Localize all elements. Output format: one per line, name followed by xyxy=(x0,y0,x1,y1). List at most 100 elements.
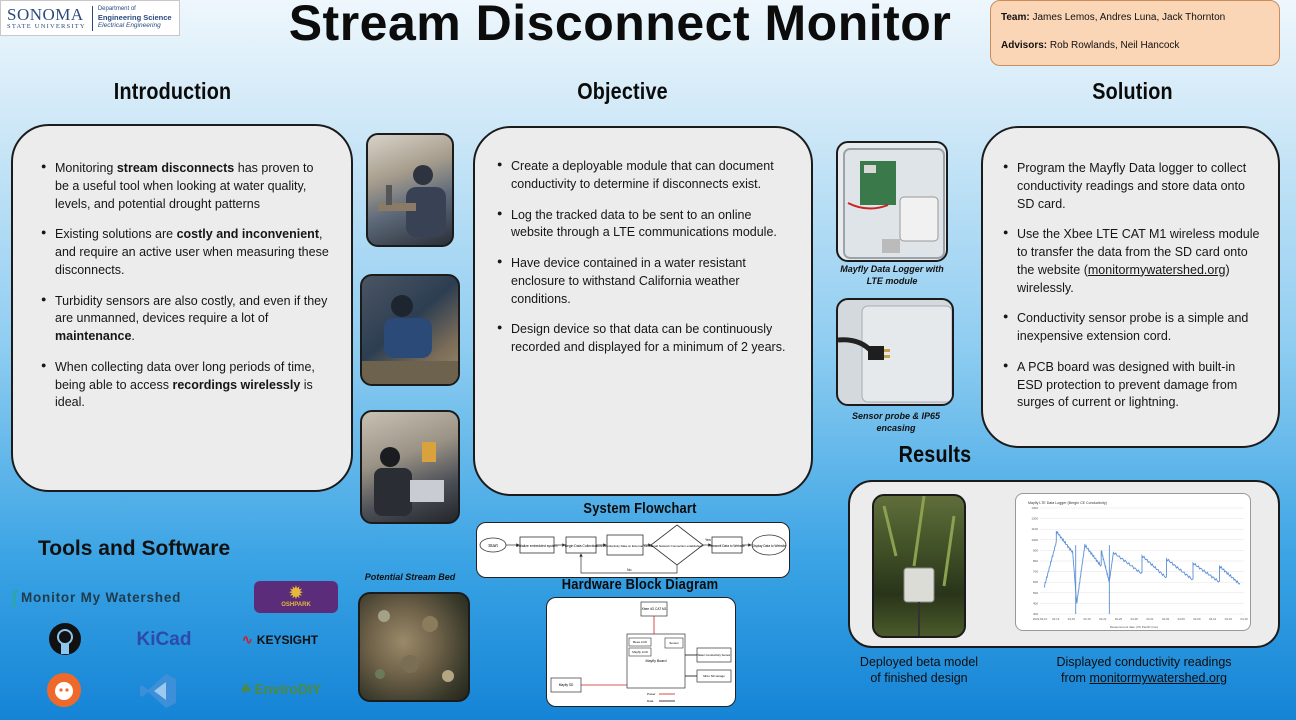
hardware-heading: Hardware Block Diagram xyxy=(561,576,719,593)
hw-block-mayfly-lcd-label: Mayfly LCD xyxy=(632,650,648,654)
deployed-model-photo xyxy=(872,494,966,638)
chart-y-tick-label: 1000 xyxy=(1031,538,1038,542)
introduction-text: has proven to be a useful tool when look… xyxy=(55,161,314,211)
system-flowchart: Start Initialize embedded system Begin D… xyxy=(476,522,790,578)
hw-block-sensor xyxy=(664,637,684,649)
logo-dept-line-2: Engineering Science xyxy=(97,13,172,22)
tool-kicad: KiCad xyxy=(128,628,200,652)
hw-block-mayfly-label: Mayfly Board xyxy=(646,659,667,663)
flow-node-init-label: Initialize embedded system xyxy=(517,544,558,548)
team-line: Team: James Lemos, Andres Luna, Jack Tho… xyxy=(1001,13,1269,23)
chart-x-tick-label: 04-06 xyxy=(1178,617,1186,621)
chart-x-tick-label: 03-13 xyxy=(1052,617,1060,621)
flowchart-heading: System Flowchart xyxy=(583,500,697,517)
tool-monitor-my-watershed: ∫ Monitor My Watershed xyxy=(12,585,252,609)
envirodiy-leaf-icon: ☘ xyxy=(240,682,252,696)
mayfly-logger-photo xyxy=(836,141,948,262)
chart-y-tick-label: 500 xyxy=(1033,591,1038,595)
introduction-heading: Introduction xyxy=(113,78,232,104)
chart-x-tick-label: 03-22 xyxy=(1099,617,1107,621)
flow-node-collect-label: Begin Data Collection xyxy=(565,544,598,548)
deployed-caption: Deployed beta model of finished design xyxy=(846,654,992,687)
advisors-label: Advisors: xyxy=(1001,40,1048,51)
chart-y-tick-label: 400 xyxy=(1033,601,1038,605)
poster-title: Stream Disconnect Monitor xyxy=(288,0,952,51)
advisors-names: Rob Rowlands, Neil Hancock xyxy=(1049,40,1180,51)
solution-item-2-post: ) wirelessly. xyxy=(1017,262,1230,295)
logo-dept-line-3: Electrical Engineering xyxy=(97,22,161,30)
deployed-caption-line-2: of finished design xyxy=(870,671,968,686)
student-photo-lab xyxy=(366,133,454,247)
logo-university-sub: STATE UNIVERSITY xyxy=(7,22,86,30)
flow-node-display-label: Display Data to Website xyxy=(752,544,786,548)
chart-x-tick-label: 04-09 xyxy=(1193,617,1201,621)
chart-x-tick-label: 04-03 xyxy=(1162,617,1170,621)
chart-x-tick-label: 03-31 xyxy=(1146,617,1154,621)
chart-y-tick-label: 300 xyxy=(1033,612,1038,616)
chart-x-tick-label: 03-16 xyxy=(1068,617,1076,621)
introduction-card: Monitoring stream disconnects has proven… xyxy=(11,124,353,492)
chart-x-tick-label: 03-19 xyxy=(1083,617,1091,621)
team-names: James Lemos, Andres Luna, Jack Thornton xyxy=(1032,12,1226,23)
flow-node-transmit-label: Transmit Data to Website xyxy=(709,544,745,548)
flow-node-store-label: Store Conductivity Data on External SD c… xyxy=(595,544,655,548)
hw-block-xbee-label: Xbee 4G CAT M1 xyxy=(642,607,667,611)
solution-link[interactable]: monitormywatershed.org xyxy=(1087,262,1226,277)
mayfly-caption: Mayfly Data Logger with LTE module xyxy=(840,264,944,286)
tool-kicad-label: KiCad xyxy=(136,629,192,650)
chart-x-tick-label: 03-25 xyxy=(1115,617,1123,621)
student-photo-laptop xyxy=(360,410,460,524)
introduction-emphasis: costly and inconvenient xyxy=(176,227,319,242)
chart-xlabel: Measurement date (US Pacific time) xyxy=(1110,625,1158,629)
objective-item: Create a deployable module that can docu… xyxy=(497,158,789,194)
introduction-text: When collecting data over long periods o… xyxy=(55,359,315,392)
chart-title: Mayfly LTE Data Logger (Bergin CE Conduc… xyxy=(1028,501,1107,505)
objective-item: Log the tracked data to be sent to an on… xyxy=(497,207,789,243)
tool-envirodiy: ☘ EnviroDIY xyxy=(226,678,336,700)
tool-keysight-label: KEYSIGHT xyxy=(256,633,319,647)
hw-block-microsd-label: Micro SD storage xyxy=(703,674,725,678)
chart-x-tick-label: 04-12 xyxy=(1209,617,1217,621)
sensor-caption: Sensor probe & IP65 encasing xyxy=(851,411,941,433)
solution-item-2-pre: Use the Xbee LTE CAT M1 wireless module … xyxy=(1017,227,1260,277)
chart-x-tick-label: 04-18 xyxy=(1240,617,1248,621)
github-icon xyxy=(40,622,90,656)
logo-dept-line-1: Department of xyxy=(97,5,136,12)
objective-list: Create a deployable module that can docu… xyxy=(497,158,789,357)
objective-card: Create a deployable module that can docu… xyxy=(473,126,813,496)
flow-yes-label: Yes xyxy=(705,538,711,542)
solution-item: A PCB board was designed with built-in E… xyxy=(1003,359,1262,412)
readings-link[interactable]: monitormywatershed.org xyxy=(1089,671,1228,686)
tool-oshpark: ✹ OSHPARK xyxy=(254,581,338,613)
deployed-caption-line-1: Deployed beta model xyxy=(859,655,979,669)
flow-no-label: No xyxy=(627,568,632,572)
logo-department: Department of Engineering Science Electr… xyxy=(91,5,172,31)
tool-keysight: ∿ KEYSIGHT xyxy=(228,630,332,650)
chart-y-tick-label: 900 xyxy=(1033,548,1038,552)
objective-heading: Objective xyxy=(577,78,668,104)
introduction-item: Monitoring stream disconnects has proven… xyxy=(41,160,329,213)
introduction-item: When collecting data over long periods o… xyxy=(41,359,329,412)
flow-node-start-label: Start xyxy=(488,543,498,548)
flow-node-decision-label: Small Network Connection established? xyxy=(650,544,703,548)
solution-list: Program the Mayfly Data logger to collec… xyxy=(1003,160,1262,412)
hw-block-mayfly-lcd xyxy=(628,647,652,657)
hw-legend-data: Data xyxy=(647,699,654,703)
conductivity-chart-svg: Mayfly LTE Data Logger (Bergin CE Conduc… xyxy=(1028,501,1248,629)
logo-wordmark: SONOMA STATE UNIVERSITY xyxy=(7,6,86,31)
readings-caption-line-1: Displayed conductivity readings xyxy=(1056,655,1232,669)
flow-node-display xyxy=(751,534,787,556)
tool-envirodiy-label: EnviroDIY xyxy=(254,681,322,697)
results-heading: Results xyxy=(898,441,972,467)
introduction-item: Turbidity sensors are also costly, and e… xyxy=(41,293,329,346)
introduction-text: Monitoring xyxy=(55,161,117,175)
tool-mmw-label: Monitor My Watershed xyxy=(20,589,182,605)
introduction-text: Existing solutions are xyxy=(55,227,177,242)
sensor-probe-photo xyxy=(836,298,954,406)
hw-legend-power: Power xyxy=(647,692,656,696)
chart-x-tick-label: 2023-03-10 xyxy=(1033,617,1048,621)
advisors-line: Advisors: Rob Rowlands, Neil Hancock xyxy=(1001,41,1269,51)
keysight-wave-icon: ∿ xyxy=(241,632,253,647)
logo-university: SONOMA xyxy=(7,4,84,24)
solution-item: Use the Xbee LTE CAT M1 wireless module … xyxy=(1003,226,1262,297)
